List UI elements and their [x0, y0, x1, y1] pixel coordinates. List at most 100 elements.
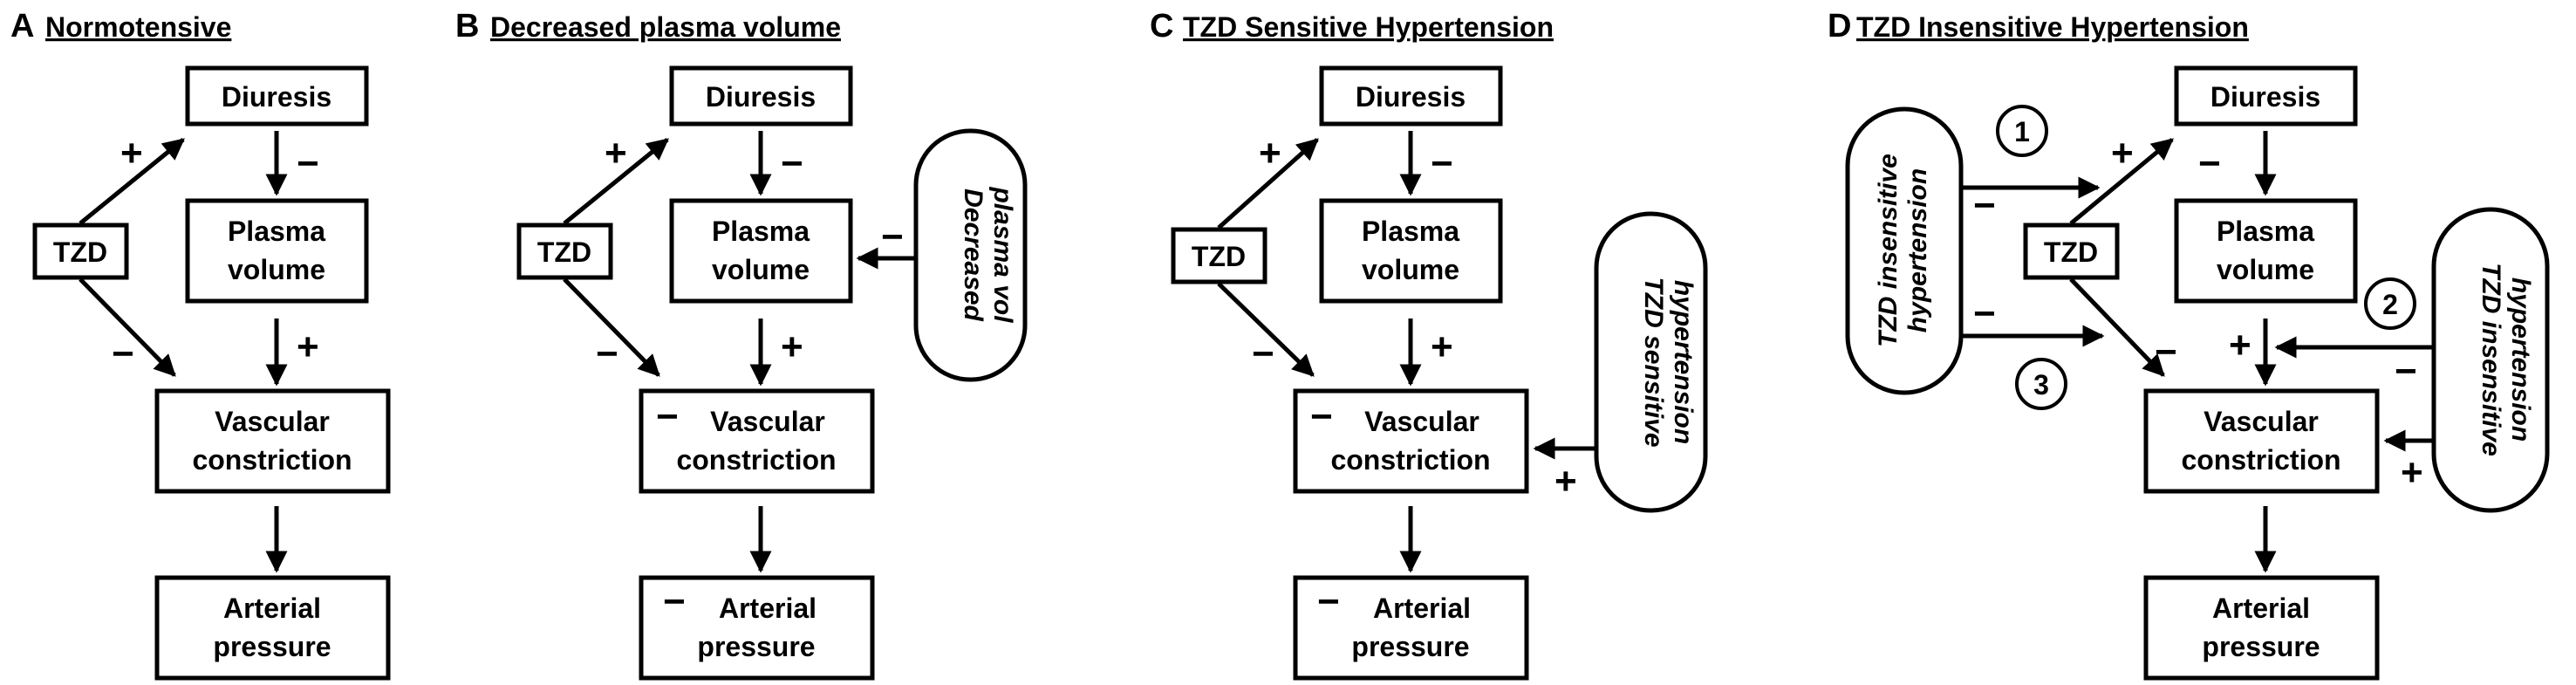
panel-a-arterial-label-2: pressure	[213, 631, 331, 662]
panel-a-title-text: Normotensive	[45, 11, 231, 43]
panel-b-arterial-box	[639, 575, 875, 681]
panel-a-diuresis-box	[185, 65, 369, 127]
panel-b-sign-minus-pill: −	[881, 216, 904, 258]
panel-b-sign-plus-diuresis: +	[605, 132, 627, 175]
panel-b-sign-minus-plasma: −	[781, 142, 803, 185]
panel-b-title-text: Decreased plasma volume	[490, 11, 841, 43]
panel-d-left-insensitive-pill	[1845, 106, 1964, 395]
panel-a-plasma-label-2: volume	[228, 254, 325, 285]
panel-d-sign-minus-vascular: −	[2155, 331, 2177, 373]
panel-c-sign-minus-vascular: −	[1252, 332, 1274, 375]
panel-d-number-2-circle	[2364, 277, 2416, 330]
panel-c-arterial-label-1: Arterial	[1373, 593, 1471, 624]
panel-a-tzd-box	[32, 223, 129, 280]
panel-b-decreased-plasma-pill	[913, 128, 1028, 382]
panel-d-letter: D	[1828, 8, 1851, 45]
panel-a-sign-plus-diuresis: +	[120, 132, 143, 175]
panel-c-plasma-box	[1319, 198, 1503, 304]
panel-b-pill-label-1: Decreased	[959, 188, 987, 321]
panel-d-title-text: TZD Insensitive Hypertension	[1856, 11, 2249, 43]
panel-c-arrow-tzd-diuresis	[1217, 138, 1319, 229]
panel-d-right-pill-label-2: hypertension	[2506, 277, 2535, 442]
panel-a-arrow-tzd-vascular	[79, 277, 176, 377]
panel-d-arterial-label-1: Arterial	[2212, 593, 2310, 624]
panel-c-sign-minus-plasma: −	[1431, 142, 1453, 185]
panel-b-vascular-label-1: Vascular	[710, 406, 825, 437]
panel-a-sign-minus-plasma: −	[297, 142, 319, 185]
panel-d-diuresis-box	[2174, 65, 2358, 127]
panel-a-arterial-label-1: Arterial	[223, 593, 321, 624]
panel-c-arterial-label-2: pressure	[1351, 631, 1469, 662]
panel-a-diuresis-label: Diuresis	[222, 81, 331, 113]
panel-a: A Normotensive Diuresis Plasma volume TZ…	[10, 8, 391, 681]
panel-c-diuresis-label: Diuresis	[1356, 81, 1466, 113]
panel-d-sign-minus-plasma: −	[2198, 142, 2221, 185]
panel-c-sign-plus-pill: +	[1554, 460, 1577, 503]
panel-c-arrow-tzd-vascular	[1217, 282, 1315, 377]
panel-b-plasma-box	[669, 198, 853, 304]
panel-d-title: D TZD Insensitive Hypertension	[1828, 8, 2249, 45]
panel-c-pill-label-2: hypertension	[1669, 280, 1698, 444]
panel-c-sign-plus-plasma: +	[1431, 325, 1453, 368]
panel-b-arterial-label-2: pressure	[697, 631, 815, 662]
panel-d-plasma-label-2: volume	[2217, 254, 2314, 285]
panel-d-plasma-box	[2174, 198, 2358, 304]
panel-b-vascular-box	[639, 388, 875, 494]
panel-a-vascular-label-1: Vascular	[215, 406, 330, 437]
panel-b-plasma-label-1: Plasma	[712, 216, 810, 247]
panel-c-sign-minus-in-vascular: −	[1310, 395, 1333, 438]
panel-a-title: A Normotensive	[10, 8, 231, 45]
panel-c-title-text: TZD Sensitive Hypertension	[1183, 11, 1554, 43]
panel-a-vascular-box	[154, 388, 391, 494]
panel-c-sign-plus-diuresis: +	[1259, 132, 1281, 175]
panel-d-number-3-circle	[2015, 358, 2067, 410]
panel-c-plasma-label-2: volume	[1362, 254, 1459, 285]
panel-d-left-pill-label-1: TZD insensitive	[1874, 154, 1903, 347]
panel-c-tzd-label: TZD	[1192, 241, 1246, 272]
panel-b-sign-minus-vascular: −	[596, 332, 618, 375]
panel-d-sign-plus-plasma: +	[2229, 324, 2251, 366]
panel-a-sign-plus-plasma: +	[297, 325, 319, 368]
panel-b: B Decreased plasma volume Diuresis Plasm…	[455, 8, 1028, 681]
panel-d-number-1: 1	[2014, 116, 2030, 147]
panel-b-arterial-label-1: Arterial	[719, 593, 817, 624]
panel-d-tzd-label: TZD	[2044, 236, 2098, 268]
panel-d-vascular-label-1: Vascular	[2204, 406, 2319, 437]
panel-c-vascular-label-2: constriction	[1330, 444, 1490, 476]
panel-d-diuresis-label: Diuresis	[2210, 81, 2320, 113]
panel-b-arrow-tzd-vascular	[563, 277, 660, 377]
panel-b-tzd-box	[516, 223, 613, 280]
panel-b-sign-minus-in-arterial: −	[663, 580, 686, 623]
panel-c-vascular-box	[1293, 388, 1529, 494]
panel-d-arterial-label-2: pressure	[2202, 631, 2320, 662]
panel-d-arrow-tzd-diuresis	[2069, 138, 2174, 225]
panel-d-number-1-circle	[1996, 105, 2048, 157]
panel-d-right-pill-label-1: TZD insensitive	[2477, 263, 2505, 456]
panel-b-plasma-label-2: volume	[712, 254, 810, 285]
panel-b-sign-plus-plasma: +	[781, 325, 803, 368]
panel-d-number-2: 2	[2382, 289, 2398, 320]
panel-c-pill-label-1: TZD sensitive	[1639, 277, 1668, 447]
panel-a-plasma-box	[185, 198, 369, 304]
panel-d-left-pill-label-2: hypertension	[1903, 168, 1932, 332]
panel-d-number-3: 3	[2033, 369, 2049, 401]
panel-c-vascular-label-1: Vascular	[1364, 406, 1479, 437]
panel-a-letter: A	[10, 8, 34, 45]
panel-a-vascular-label-2: constriction	[192, 444, 352, 476]
panel-d-plasma-label-1: Plasma	[2217, 216, 2314, 247]
panel-b-tzd-label: TZD	[537, 236, 591, 268]
panel-d: D TZD Insensitive Hypertension Diuresis …	[1828, 8, 2550, 681]
panel-c-sign-minus-in-arterial: −	[1317, 580, 1340, 623]
panel-d-tzd-box	[2023, 223, 2120, 280]
panel-d-sign-minus-pill-2: −	[2395, 350, 2417, 393]
panel-d-sign-minus-pill-1: −	[1973, 184, 1996, 227]
panel-c-plasma-label-1: Plasma	[1362, 216, 1459, 247]
panel-b-diuresis-box	[669, 65, 853, 127]
panel-c-arterial-box	[1293, 575, 1529, 681]
panel-c-tzd-box	[1171, 227, 1268, 284]
panel-a-arrow-tzd-diuresis	[79, 138, 185, 225]
panel-d-sign-plus-pill-vascular: +	[2401, 451, 2423, 494]
panel-a-tzd-label: TZD	[53, 236, 107, 268]
panel-b-letter: B	[455, 8, 479, 45]
